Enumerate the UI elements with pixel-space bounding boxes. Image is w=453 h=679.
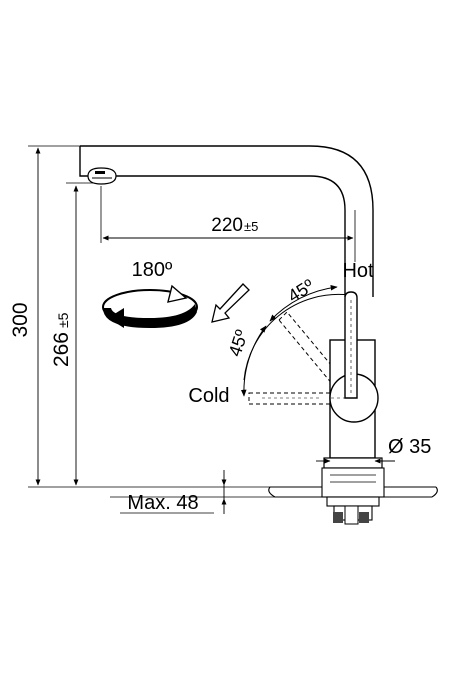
faucet-spout: [79, 145, 374, 297]
mounting-hardware: [326, 496, 380, 525]
diameter-35-label: Ø 35: [388, 436, 431, 458]
reach-220-tolerance: ±5: [244, 219, 258, 234]
rotation-arrow-left-icon: [108, 308, 124, 328]
lever-direction-arrow-icon: [211, 283, 250, 323]
height-266-label: 266: [50, 332, 73, 367]
countertop: [268, 467, 438, 498]
cold-label: Cold: [188, 385, 229, 407]
rotation-angle-label: 180º: [132, 259, 173, 281]
cold-angle-label: 45º: [225, 327, 252, 359]
height-300-label: 300: [9, 302, 32, 337]
reach-220-label: 220: [211, 215, 243, 236]
deck-thickness-dimension: Max. 48: [110, 470, 275, 514]
diameter-35-dimension: Ø 35: [316, 436, 431, 464]
hot-label: Hot: [342, 260, 374, 282]
rotation-arrow-right-icon: [167, 284, 188, 303]
hot-angle-label: 45º: [284, 275, 318, 306]
height-266-tolerance: ±5: [55, 312, 71, 328]
height-266-dimension: 266 ±5: [50, 182, 96, 486]
aerator: [87, 167, 117, 185]
reach-220-dimension: 220 ±5: [100, 186, 356, 262]
rotation-indicator: 180º: [102, 259, 198, 328]
faucet-body: [323, 291, 383, 469]
deck-thickness-label: Max. 48: [127, 492, 198, 514]
height-300-dimension: 300: [9, 145, 110, 488]
